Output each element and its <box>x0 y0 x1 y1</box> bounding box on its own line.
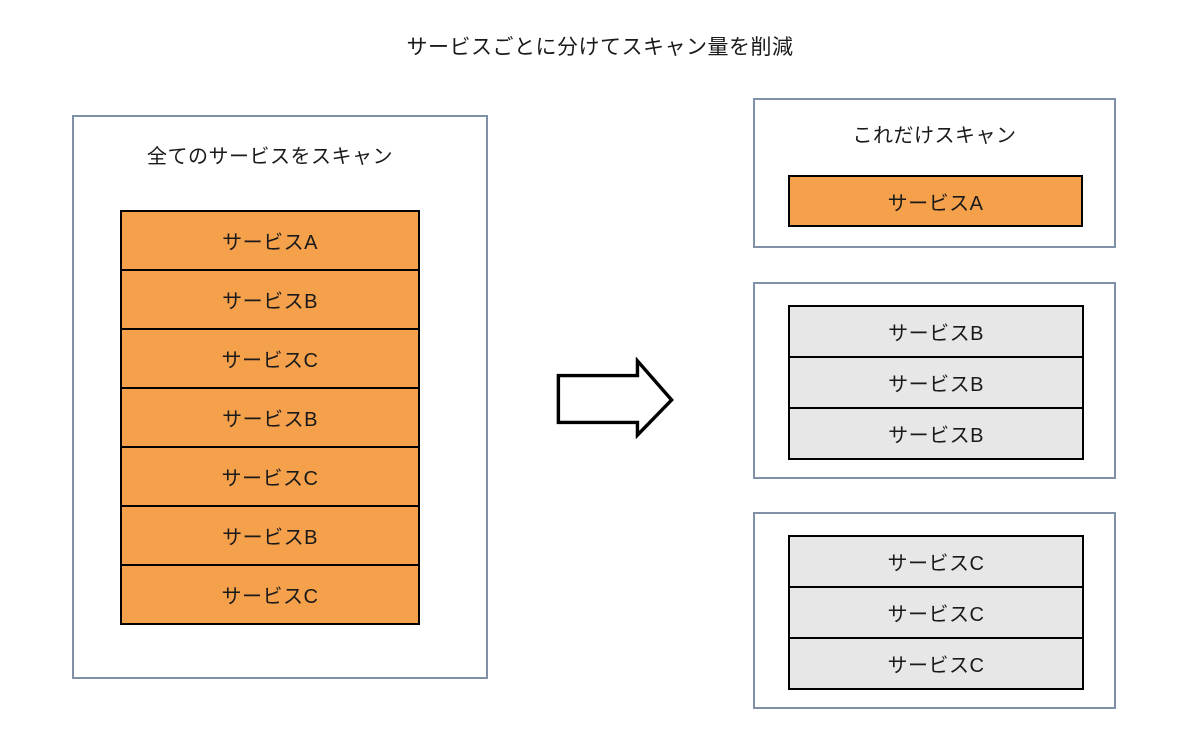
service-c-group-panel: サービスC サービスC サービスC <box>753 512 1116 709</box>
right-block-arrow-icon <box>556 357 674 439</box>
diagram-title: サービスごとに分けてスキャン量を削減 <box>406 36 794 59</box>
all-services-stack: サービスA サービスB サービスC サービスB サービスC サービスB サービス… <box>120 210 420 625</box>
service-row-c: サービスC <box>120 564 420 625</box>
service-row-b: サービスB <box>788 407 1084 460</box>
service-row-c: サービスC <box>120 328 420 389</box>
service-row-a: サービスA <box>788 175 1083 227</box>
service-row-c: サービスC <box>120 446 420 507</box>
service-row-a: サービスA <box>120 210 420 271</box>
service-row-b: サービスB <box>120 505 420 566</box>
all-services-panel-title: 全てのサービスをスキャン <box>147 146 393 168</box>
service-row-b: サービスB <box>788 356 1084 409</box>
service-c-stack: サービスC サービスC サービスC <box>788 535 1084 690</box>
scan-only-panel: これだけスキャン サービスA <box>753 98 1116 248</box>
service-row-b: サービスB <box>120 269 420 330</box>
all-services-panel: 全てのサービスをスキャン サービスA サービスB サービスC サービスB サービ… <box>72 115 488 679</box>
service-row-c: サービスC <box>788 637 1084 690</box>
service-row-c: サービスC <box>788 535 1084 588</box>
service-row-b: サービスB <box>120 387 420 448</box>
service-b-stack: サービスB サービスB サービスB <box>788 305 1084 460</box>
service-row-c: サービスC <box>788 586 1084 639</box>
scan-only-panel-title: これだけスキャン <box>852 125 1017 147</box>
service-row-b: サービスB <box>788 305 1084 358</box>
service-b-group-panel: サービスB サービスB サービスB <box>753 282 1116 479</box>
